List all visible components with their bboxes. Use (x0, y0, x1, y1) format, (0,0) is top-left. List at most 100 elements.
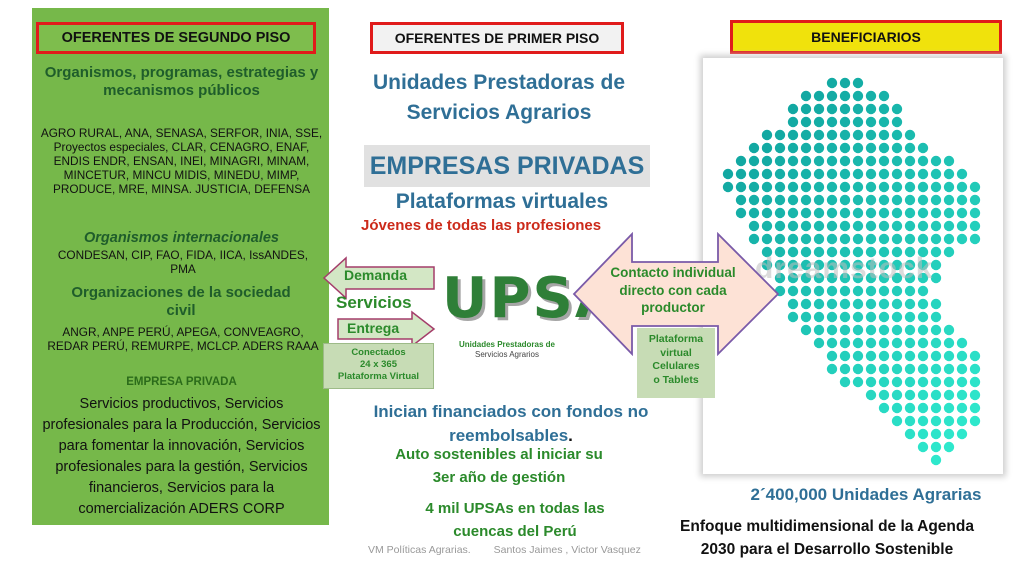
map-dot (774, 233, 786, 245)
map-dot (878, 207, 890, 219)
map-dot (943, 168, 955, 180)
map-dot (735, 194, 747, 206)
map-dot (774, 246, 786, 258)
map-dot (891, 116, 903, 128)
map-dot (813, 220, 825, 232)
map-dot (969, 363, 981, 375)
upsa-subtitle-line2: Servicios Agrarios (474, 350, 540, 360)
map-dot (722, 168, 734, 180)
map-dot (761, 194, 773, 206)
map-dot (891, 402, 903, 414)
map-dot (917, 272, 929, 284)
map-dot (943, 337, 955, 349)
map-dot (839, 324, 851, 336)
map-dot (943, 389, 955, 401)
map-dot (904, 272, 916, 284)
map-dot (878, 324, 890, 336)
map-dot (774, 259, 786, 271)
map-dot (813, 246, 825, 258)
map-dot (917, 415, 929, 427)
map-dot (761, 155, 773, 167)
map-dot (826, 324, 838, 336)
map-dot (917, 428, 929, 440)
map-dot (865, 389, 877, 401)
map-dot (813, 129, 825, 141)
map-dot (917, 441, 929, 453)
footer: VM Políticas Agrarias. Santos Jaimes , V… (368, 544, 641, 556)
map-dot (956, 363, 968, 375)
map-dot (787, 207, 799, 219)
map-dot (943, 376, 955, 388)
map-dot (813, 168, 825, 180)
map-dot (800, 207, 812, 219)
map-dot (839, 311, 851, 323)
map-dot (826, 90, 838, 102)
servicios-label: Servicios (336, 293, 412, 312)
map-dot (813, 142, 825, 154)
map-dot (878, 194, 890, 206)
conectados-line2: 24 x 365 (360, 358, 397, 370)
map-dot (774, 168, 786, 180)
map-dot (800, 324, 812, 336)
map-dot (904, 428, 916, 440)
map-dot (969, 181, 981, 193)
map-dot (956, 350, 968, 362)
map-dot (943, 363, 955, 375)
map-dot (917, 207, 929, 219)
map-dot (813, 298, 825, 310)
map-dot (917, 220, 929, 232)
map-dot (865, 259, 877, 271)
map-dot (774, 142, 786, 154)
map-dot (878, 402, 890, 414)
map-dot (917, 350, 929, 362)
map-dot (930, 324, 942, 336)
map-dot (878, 350, 890, 362)
map-dot (826, 129, 838, 141)
map-dot (735, 207, 747, 219)
map-dot (878, 363, 890, 375)
map-dot (787, 181, 799, 193)
map-dot (956, 168, 968, 180)
map-dot (735, 168, 747, 180)
map-dot (774, 194, 786, 206)
map-dot (865, 246, 877, 258)
map-dot (917, 259, 929, 271)
map-dot (852, 155, 864, 167)
map-dot (865, 272, 877, 284)
upsa-subtitle: Unidades Prestadoras de Servicios Agrari… (448, 340, 566, 361)
map-dot (917, 155, 929, 167)
map-dot (839, 376, 851, 388)
map-dot (839, 259, 851, 271)
map-dot (826, 298, 838, 310)
map-dot (917, 376, 929, 388)
map-dot (800, 259, 812, 271)
map-dot (904, 142, 916, 154)
contacto-double-arrow (572, 232, 780, 356)
map-dot (813, 233, 825, 245)
map-dot (891, 259, 903, 271)
map-dot (878, 311, 890, 323)
map-dot (930, 337, 942, 349)
map-dot (956, 181, 968, 193)
map-dot (722, 181, 734, 193)
map-dot (852, 259, 864, 271)
map-dot (904, 246, 916, 258)
map-dot (943, 415, 955, 427)
map-dot (930, 441, 942, 453)
cuatro-mil-line1: 4 mil UPSAs en todas las (425, 500, 605, 517)
map-dot (813, 194, 825, 206)
map-dot (787, 311, 799, 323)
map-dot (878, 168, 890, 180)
cuatro-mil-line2: cuencas del Perú (453, 523, 577, 540)
map-dot (800, 116, 812, 128)
map-dot (917, 311, 929, 323)
map-dot (904, 207, 916, 219)
map-dot (943, 402, 955, 414)
map-dot (839, 116, 851, 128)
map-dot (917, 337, 929, 349)
map-dot (891, 389, 903, 401)
map-dot (943, 194, 955, 206)
map-dot (904, 350, 916, 362)
map-dot (904, 220, 916, 232)
servicios-list: Servicios productivos, Servicios profesi… (42, 396, 321, 518)
